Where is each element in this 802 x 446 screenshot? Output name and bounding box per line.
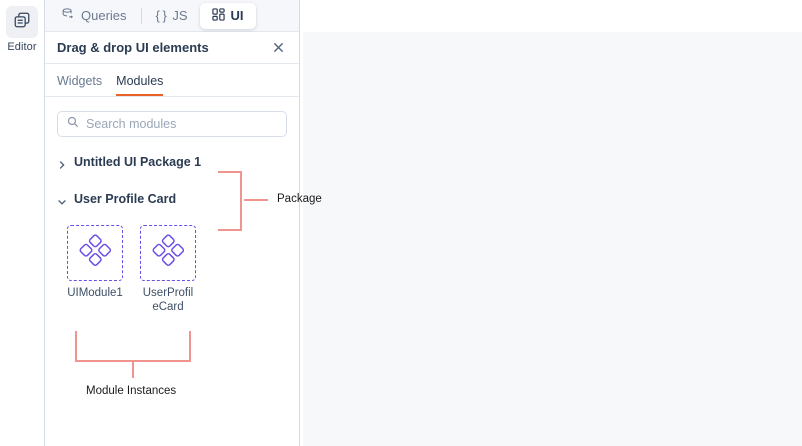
tab-queries[interactable]: Queries: [49, 3, 139, 29]
panel-header: Drag & drop UI elements: [45, 32, 299, 64]
grid-layout-icon: [211, 7, 225, 24]
tab-ui[interactable]: UI: [199, 2, 256, 29]
sidebar-item-editor[interactable]: [6, 6, 38, 38]
chevron-down-icon[interactable]: [57, 194, 67, 205]
search-icon: [67, 115, 79, 133]
curly-braces-icon: { }: [155, 8, 167, 23]
tree-item-user-profile-card[interactable]: User Profile Card: [57, 188, 287, 210]
tab-js[interactable]: { } JS: [144, 3, 200, 29]
left-rail: Editor: [0, 0, 44, 446]
module-tile[interactable]: [67, 225, 123, 281]
module-instance-uimodule1[interactable]: UIModule1: [67, 225, 123, 314]
tab-ui-label: UI: [230, 8, 244, 23]
module-diamonds-icon: [151, 233, 185, 273]
tab-divider: [140, 7, 142, 24]
tab-widgets[interactable]: Widgets: [57, 74, 103, 88]
tree-item-label: User Profile Card: [74, 192, 177, 206]
search-modules-box[interactable]: [57, 111, 287, 137]
tree-item-untitled-ui-package-1[interactable]: Untitled UI Package 1: [57, 151, 287, 173]
module-instance-label: UserProfileCard: [142, 287, 194, 313]
module-instance-userprofilecard[interactable]: UserProfileCard: [140, 225, 196, 314]
panel-body: Untitled UI Package 1 User Profile Card: [45, 97, 299, 314]
module-tile[interactable]: [140, 225, 196, 281]
chevron-right-icon[interactable]: [57, 157, 67, 169]
database-query-icon: [61, 7, 75, 24]
tab-js-label: JS: [172, 8, 188, 23]
module-instances-annotation-label: Module Instances: [86, 385, 177, 397]
module-instances-annotation-bracket: [75, 331, 191, 362]
tree-item-label: Untitled UI Package 1: [74, 155, 202, 169]
canvas-surface[interactable]: [303, 32, 802, 446]
module-tree: Untitled UI Package 1 User Profile Card: [57, 151, 287, 210]
package-annotation-stem: [244, 199, 268, 201]
tab-modules[interactable]: Modules: [116, 74, 164, 96]
canvas-area[interactable]: [301, 0, 802, 446]
tab-queries-label: Queries: [81, 8, 127, 23]
package-annotation-bracket: [218, 171, 244, 231]
module-instance-grid: UIModule1 UserProfileCard: [57, 225, 287, 314]
module-diamonds-icon: [78, 233, 112, 273]
close-icon[interactable]: [269, 39, 287, 57]
ui-elements-panel: Queries { } JS UI: [44, 0, 300, 446]
panel-subtabs: Widgets Modules: [45, 64, 299, 97]
module-instances-annotation-stem: [132, 360, 134, 378]
module-instance-label: UIModule1: [67, 287, 123, 299]
sidebar-item-editor-label: Editor: [7, 41, 37, 53]
editor-tabstrip: Queries { } JS UI: [45, 0, 299, 32]
page-title: Drag & drop UI elements: [57, 40, 209, 55]
editor-pages-icon: [13, 11, 31, 34]
search-input[interactable]: [86, 117, 277, 131]
package-annotation-label: Package: [277, 193, 322, 205]
